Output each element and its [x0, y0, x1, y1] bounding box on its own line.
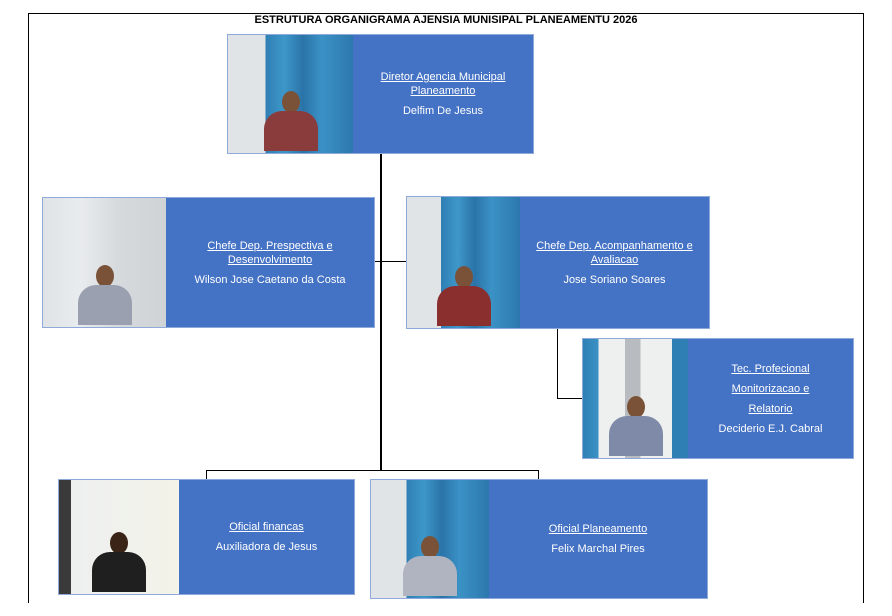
photo-acompanhamento — [407, 197, 520, 328]
role-label-line: Relatorio — [748, 402, 793, 415]
role-label-line: Monitorizacao e — [731, 382, 810, 395]
photo-tec — [583, 339, 688, 458]
person-name: Felix Marchal Pires — [551, 543, 645, 555]
person-name: Deciderio E.J. Cabral — [718, 422, 823, 435]
person-name: Wilson Jose Caetano da Costa — [194, 273, 346, 286]
connector-tec-h — [557, 398, 582, 399]
role-label: Oficial financas — [229, 521, 304, 533]
photo-prespectiva — [43, 198, 166, 327]
connector-dept — [373, 261, 406, 262]
page-frame — [28, 13, 864, 603]
connector-bottom — [206, 470, 539, 471]
person-name: Delfim De Jesus — [402, 105, 484, 117]
role-label: Diretor Agencia Municipal Planeamento — [380, 71, 506, 97]
photo-financas — [59, 480, 179, 594]
role-label: Chefe Dep. Acompanhamento e Avaliacao — [536, 239, 693, 266]
card-tec-profecional: Tec. Profecional Monitorizacao e Relator… — [582, 338, 854, 459]
connector-tec — [557, 327, 558, 398]
person-name: Jose Soriano Soares — [563, 273, 666, 286]
role-label-line: Tec. Profecional — [731, 362, 810, 375]
person-name: Auxiliadora de Jesus — [215, 541, 318, 553]
connector-main — [380, 152, 382, 470]
card-prespectiva: Chefe Dep. Prespectiva e Desenvolvimento… — [42, 197, 375, 328]
photo-planeamento — [371, 480, 489, 598]
chart-title: ESTRUTURA ORGANIGRAMA AJENSIA MUNISIPAL … — [254, 14, 638, 26]
connector-planeamento — [538, 470, 539, 479]
connector-financas — [206, 470, 207, 479]
role-label: Chefe Dep. Prespectiva e Desenvolvimento — [207, 239, 333, 266]
photo-director — [228, 35, 353, 153]
role-label: Oficial Planeamento — [548, 523, 648, 535]
